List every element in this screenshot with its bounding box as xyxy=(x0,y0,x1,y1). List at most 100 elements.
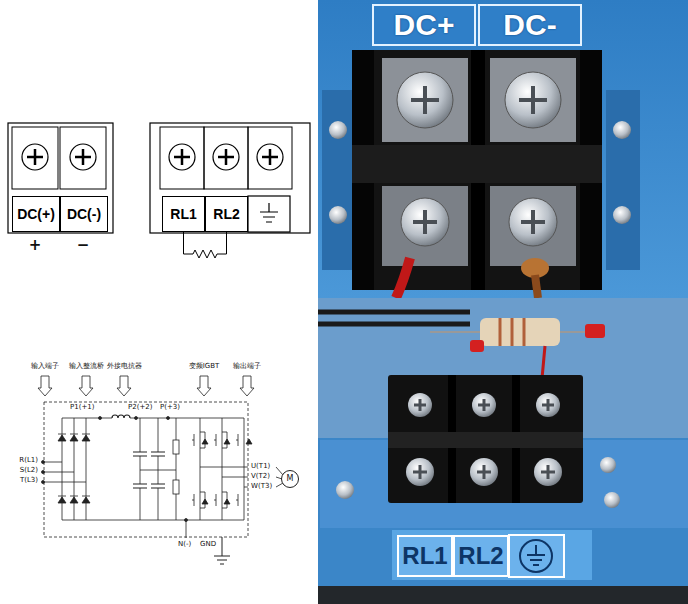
circuit-schematic-part xyxy=(43,462,86,482)
terminal-cell: DC(-) xyxy=(60,196,108,232)
node-text: DC(-) xyxy=(67,207,101,221)
photo-rl-terminal-part xyxy=(430,331,590,333)
dc-terminal-block-part xyxy=(8,123,113,233)
photo-dc-terminal-part xyxy=(606,90,640,270)
terminal-cell: RL2 xyxy=(205,196,248,232)
photo-dc-terminal-part xyxy=(352,145,602,183)
circuit-schematic-part xyxy=(173,480,179,494)
rl-terminal-block-part xyxy=(248,196,290,232)
label-plate: DC- xyxy=(478,4,582,46)
circuit-schematic-part xyxy=(79,376,93,396)
section-label: 输出端子 xyxy=(233,363,261,370)
label-plate: RL1 xyxy=(397,535,453,577)
circuit-schematic-part xyxy=(58,434,90,496)
section-label: 输入端子 xyxy=(31,363,59,370)
photo-rl-terminal-part xyxy=(604,492,620,508)
node-text: RL2 xyxy=(458,544,503,568)
circuit-schematic-part xyxy=(44,402,248,537)
circuit-schematic-part xyxy=(185,519,188,522)
photo-rl-terminal-part xyxy=(318,312,470,324)
photo-dc-terminal-part xyxy=(329,206,347,224)
terminal-cell: DC(+) xyxy=(12,196,60,232)
motor-circle: M xyxy=(281,470,299,488)
dc-terminal-block xyxy=(8,123,113,233)
terminal-name: V(T2) xyxy=(251,473,270,480)
circuit-schematic-part xyxy=(62,418,86,520)
label-plate: DC+ xyxy=(372,4,476,46)
circuit-schematic-part-part xyxy=(167,417,170,420)
photo-dc-terminal-part xyxy=(322,90,356,270)
circuit-schematic-part xyxy=(117,376,131,396)
circuit-schematic-part xyxy=(62,418,244,520)
circuit-schematic-part xyxy=(200,467,248,487)
circuit-schematic-part xyxy=(58,417,170,504)
photo-dc-terminal-part xyxy=(352,50,602,290)
photo-rl-terminal-part xyxy=(413,399,555,479)
circuit-schematic-part xyxy=(197,376,211,396)
circuit-schematic-part xyxy=(42,481,45,484)
circuit-schematic-part xyxy=(240,376,254,396)
photo-dc-terminal-part xyxy=(613,121,631,139)
circuit-schematic-part xyxy=(112,415,130,418)
section-label: 外接电抗器 xyxy=(107,363,142,370)
circuit-schematic-part xyxy=(200,418,244,520)
terminal-name: P2(+2) xyxy=(128,404,152,411)
terminal-sign: − xyxy=(77,238,90,253)
circuit-schematic-part-part xyxy=(135,417,138,420)
photo-rl-terminal-part xyxy=(318,298,688,604)
terminal-name: W(T3) xyxy=(251,483,272,490)
photo-dc-terminal xyxy=(318,0,688,298)
rl-terminal-block-part xyxy=(260,203,278,222)
rl-terminal-block-part xyxy=(174,149,278,165)
terminal-name: U(T1) xyxy=(251,463,270,470)
photo-dc-terminal-part xyxy=(613,206,631,224)
circuit-schematic-part xyxy=(173,440,179,454)
photo-rl-terminal-part xyxy=(600,457,616,473)
node-text: RL1 xyxy=(402,544,447,568)
terminal-sign: + xyxy=(29,238,42,253)
photo-dc-terminal-part xyxy=(396,258,410,298)
terminal-name: S(L2) xyxy=(20,467,38,474)
terminal-name: P1(+1) xyxy=(70,404,94,411)
node-text: DC+ xyxy=(394,10,455,40)
circuit-schematic-part xyxy=(140,418,176,520)
terminal-name: R(L1) xyxy=(19,457,38,464)
circuit-schematic-part-part xyxy=(58,497,90,503)
node-text: RL2 xyxy=(213,207,239,221)
section-label: 变频IGBT xyxy=(189,363,220,370)
circuit-schematic-part xyxy=(42,461,45,464)
photo-rl-terminal-part xyxy=(388,432,583,448)
circuit-schematic-part-part xyxy=(99,417,102,420)
label-plate: RL2 xyxy=(453,535,509,577)
rl-terminal-block xyxy=(150,123,310,233)
photo-rl-terminal-part xyxy=(470,340,484,352)
circuit-schematic-part xyxy=(192,434,238,446)
photo-rl-terminal-part xyxy=(388,375,583,503)
photo-dc-terminal-part xyxy=(535,275,538,298)
circuit-schematic-part xyxy=(214,537,230,564)
photo-dc-terminal-part xyxy=(411,86,547,114)
node-text: DC- xyxy=(503,10,556,40)
circuit-schematic-part xyxy=(192,494,238,506)
photo-rl-terminal-part xyxy=(480,318,560,346)
circuit-schematic-part xyxy=(140,418,158,520)
photo-rl-terminal-part xyxy=(527,545,545,565)
circuit-schematic-part xyxy=(200,432,227,448)
circuit-schematic xyxy=(38,376,283,564)
photo-rl-terminal-part xyxy=(392,530,592,580)
circuit-schematic-part-part xyxy=(58,435,90,441)
resistor-wire xyxy=(184,232,227,258)
photo-rl-terminal-part xyxy=(500,318,524,346)
photo-dc-terminal-part xyxy=(413,210,545,234)
photo-rl-terminal-part xyxy=(520,540,552,572)
circuit-schematic-part xyxy=(38,376,52,396)
circuit-schematic-part-part xyxy=(202,499,230,504)
section-label: 输入整流桥 xyxy=(69,363,104,370)
terminal-name: N(-) xyxy=(178,541,191,548)
node-text: DC(+) xyxy=(17,207,55,221)
photo-rl-terminal-part xyxy=(336,481,354,499)
circuit-schematic-part xyxy=(200,492,227,508)
node-text: RL1 xyxy=(170,207,196,221)
